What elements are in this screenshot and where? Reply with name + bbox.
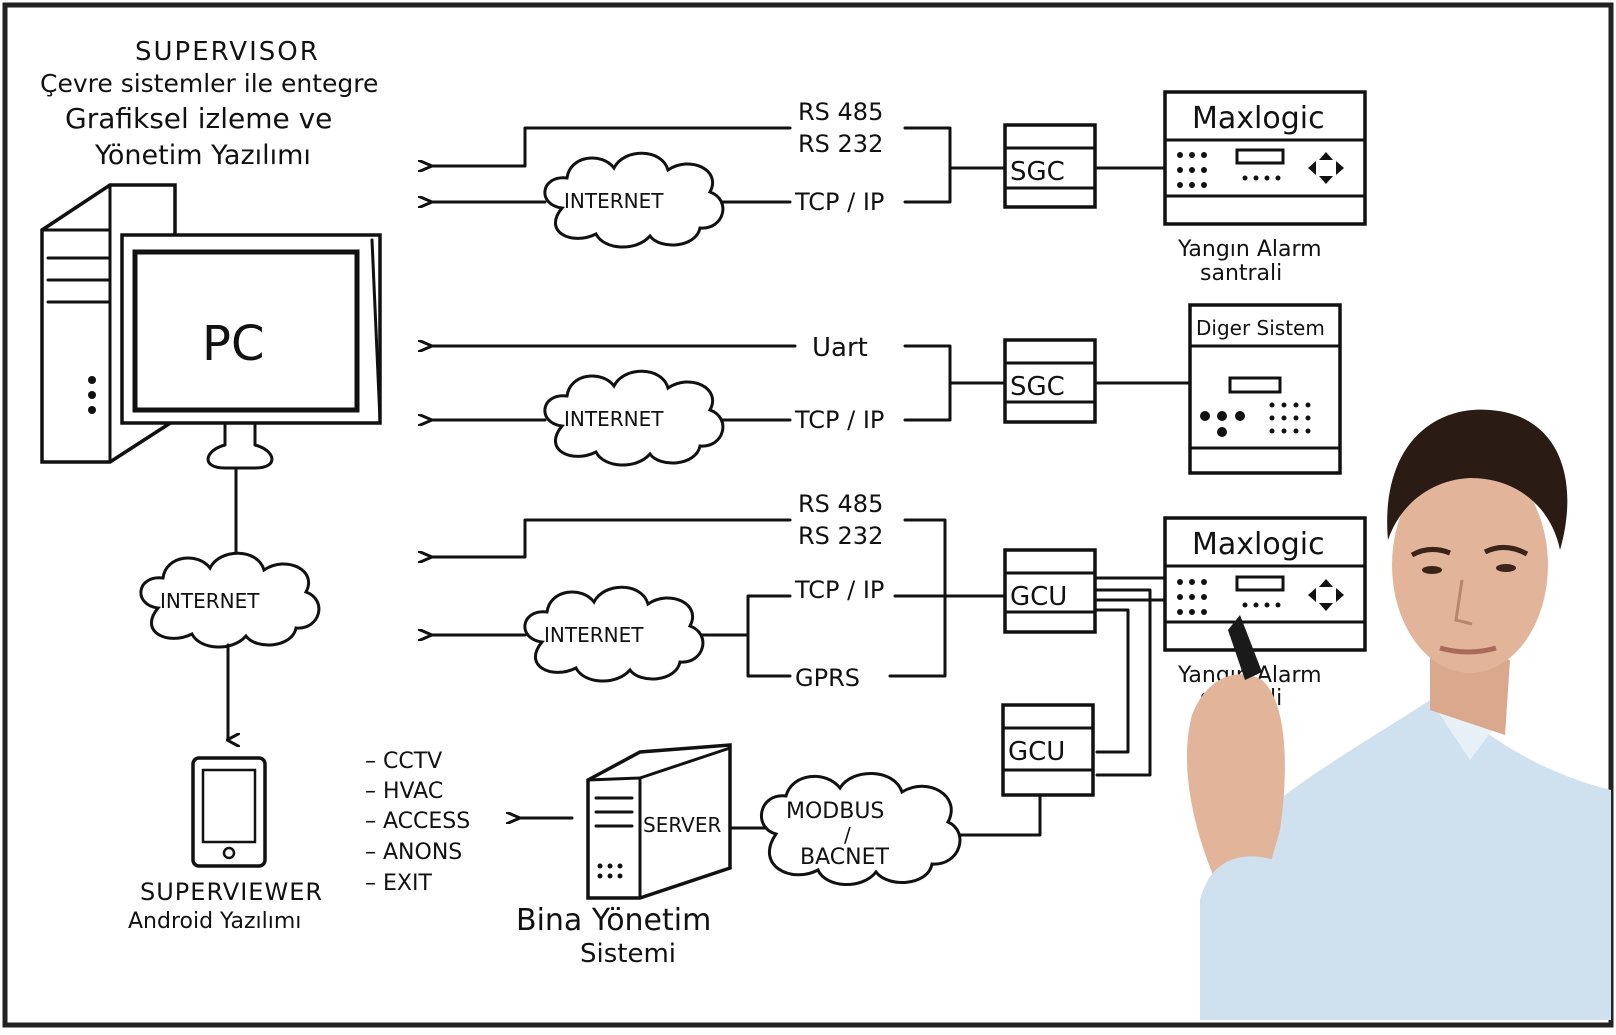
row3-gateway2-label: GCU bbox=[1008, 737, 1065, 767]
server-icon: SERVER bbox=[586, 743, 732, 900]
supervisor-subtitle-2: Grafiksel izleme ve bbox=[65, 102, 332, 135]
row3-gprs-label: GPRS bbox=[795, 664, 860, 692]
subsystem-item: – ANONS bbox=[365, 840, 462, 865]
mobile-internet-cloud: INTERNET bbox=[139, 551, 321, 649]
row1-gateway-label: SGC bbox=[1010, 157, 1065, 187]
presenter-face bbox=[1392, 457, 1548, 673]
row2-gateway: SGC bbox=[1003, 338, 1097, 424]
bms-protocol-line2: BACNET bbox=[800, 845, 889, 870]
bms-protocol-cloud: MODBUS / BACNET bbox=[760, 772, 962, 886]
subsystem-list: – CCTV – HVAC – ACCESS – ANONS – EXIT bbox=[365, 749, 470, 896]
subsystem-item: – HVAC bbox=[365, 779, 443, 804]
row1-panel-title: Maxlogic bbox=[1192, 101, 1325, 136]
row3-internet-label: INTERNET bbox=[544, 623, 644, 647]
row2-gateway-label: SGC bbox=[1010, 372, 1065, 402]
marker-pen bbox=[1228, 615, 1262, 680]
mobile-internet-label: INTERNET bbox=[160, 589, 260, 613]
presenter-shirt bbox=[1205, 700, 1611, 1020]
supervisor-subtitle-3: Yönetim Yazılımı bbox=[94, 140, 311, 171]
bms-protocol-line1: MODBUS bbox=[786, 799, 884, 824]
row2-panel: Diger Sistem bbox=[1188, 303, 1342, 475]
pc-label: PC bbox=[202, 316, 264, 372]
row3-panel: Maxlogic bbox=[1163, 516, 1367, 652]
row3-gateway-label: GCU bbox=[1010, 582, 1067, 612]
presenter-hair bbox=[1387, 409, 1568, 550]
bms-protocol-sep: / bbox=[844, 823, 851, 847]
row1-caption-2: santrali bbox=[1200, 261, 1282, 286]
bms-caption-1: Bina Yönetim bbox=[516, 903, 711, 938]
row3-internet-cloud: INTERNET bbox=[523, 585, 705, 683]
row1-rs485-label: RS 485 bbox=[798, 98, 883, 126]
tablet-device bbox=[191, 756, 267, 868]
row2-uart-label: Uart bbox=[812, 333, 868, 363]
row1-caption-1: Yangın Alarm bbox=[1177, 237, 1322, 262]
row3-rs232-label: RS 232 bbox=[798, 522, 883, 550]
bms-caption-2: Sistemi bbox=[580, 939, 676, 969]
row3-gateway-2: GCU bbox=[1001, 703, 1095, 797]
row2-tcp-label: TCP / IP bbox=[794, 406, 884, 434]
row2-internet-cloud: INTERNET bbox=[543, 369, 725, 467]
row1-gateway: SGC bbox=[1003, 123, 1097, 209]
row3-gateway: GCU bbox=[1003, 548, 1097, 634]
row2-panel-title: Diger Sistem bbox=[1196, 316, 1325, 340]
presenter-photo bbox=[1186, 409, 1611, 1020]
supervisor-subtitle-1: Çevre sistemler ile entegre bbox=[40, 69, 378, 98]
row1-tcp-label: TCP / IP bbox=[794, 188, 884, 216]
subsystem-item: – ACCESS bbox=[365, 809, 470, 834]
row2-links bbox=[430, 346, 1192, 420]
row3-links bbox=[430, 518, 1167, 777]
row1-rs232-label: RS 232 bbox=[798, 130, 883, 158]
subsystem-item: – CCTV bbox=[365, 749, 442, 774]
row1-links bbox=[430, 126, 1167, 202]
row1-internet-label: INTERNET bbox=[564, 189, 664, 213]
supervisor-title: SUPERVISOR Çevre sistemler ile entegre G… bbox=[40, 37, 378, 171]
subsystem-item: – EXIT bbox=[365, 871, 432, 896]
row3-tcp-label: TCP / IP bbox=[794, 576, 884, 604]
row1-internet-cloud: INTERNET bbox=[543, 151, 725, 249]
server-label: SERVER bbox=[643, 813, 721, 837]
row2-internet-label: INTERNET bbox=[564, 407, 664, 431]
superviewer-caption-1: SUPERVIEWER bbox=[140, 878, 323, 906]
row3-panel-title: Maxlogic bbox=[1192, 527, 1325, 562]
row3-rs485-label: RS 485 bbox=[798, 490, 883, 518]
supervisor-heading: SUPERVISOR bbox=[135, 37, 320, 67]
row1-panel: Maxlogic bbox=[1163, 90, 1367, 226]
pc-computer: PC bbox=[40, 183, 382, 470]
superviewer-caption-2: Android Yazılımı bbox=[128, 909, 301, 934]
presenter-hand bbox=[1186, 674, 1285, 900]
